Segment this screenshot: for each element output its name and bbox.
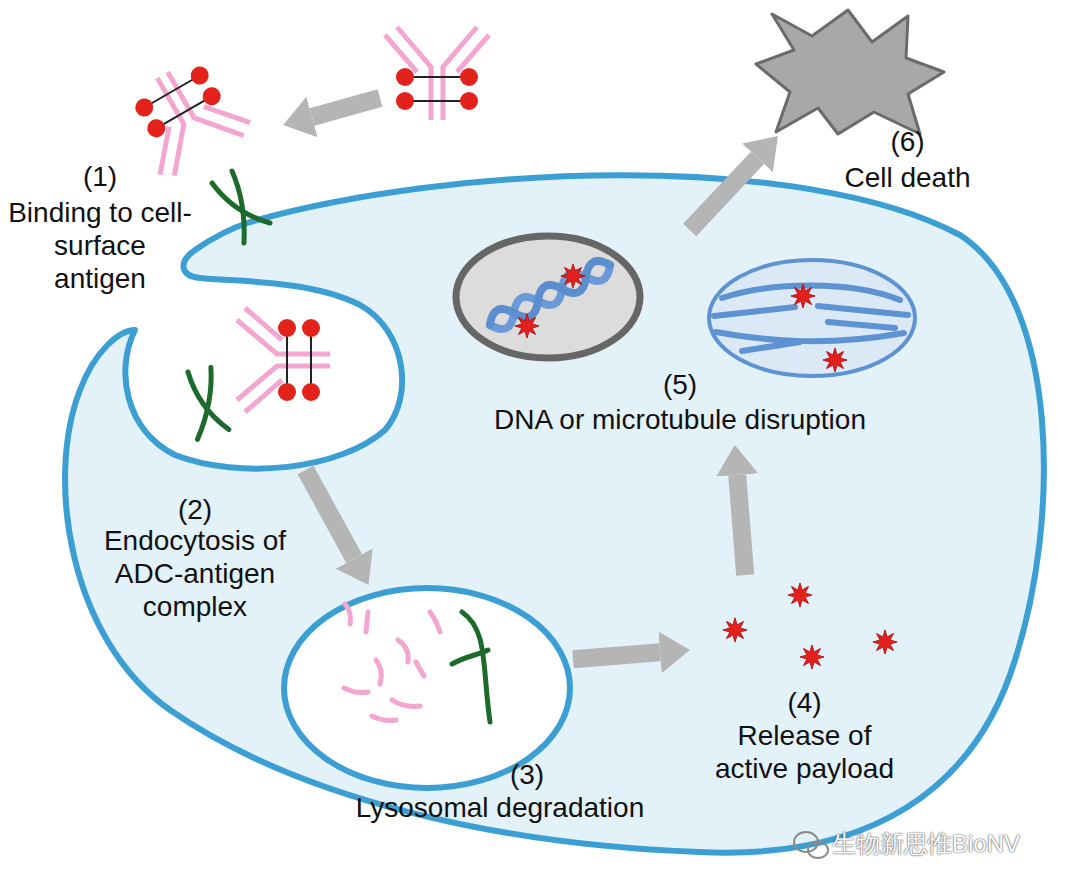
step-label: Lysosomal degradation <box>300 791 700 824</box>
antibody-fragments <box>344 604 440 721</box>
payload-star <box>823 348 847 372</box>
payload-star <box>788 583 812 607</box>
microtubule-fiber <box>828 322 895 328</box>
cell-membrane <box>65 175 1044 852</box>
watermark-icon <box>794 832 828 858</box>
fragment <box>345 604 350 624</box>
flow-arrow <box>573 652 660 659</box>
payload-star <box>791 284 815 308</box>
payload-star <box>723 618 747 642</box>
endosome: (2)Endocytosis of ADC-antigen complex <box>120 280 410 470</box>
microtubule-spindle <box>709 260 915 376</box>
microtubule-fibers <box>714 286 908 352</box>
callout-number: (6) <box>805 125 1010 158</box>
dna-strand <box>490 261 610 325</box>
lysosome: (3)Lysosomal degradation <box>281 585 573 791</box>
microtubule-fiber <box>818 306 908 315</box>
callout-number: (4) <box>702 686 907 719</box>
callout-number: (3) <box>327 758 727 791</box>
dna-strand <box>490 265 610 329</box>
adc-binding-step: (1)Binding to cell-surface antigen <box>135 75 300 250</box>
degraded-antigen <box>452 612 490 722</box>
microtubule-fiber <box>722 286 900 301</box>
payload-star <box>873 630 897 654</box>
antigen-chain <box>452 650 488 664</box>
step-label: Release of active payload <box>702 719 907 785</box>
step-label: Binding to cell-surface antigen <box>5 196 195 295</box>
endosome-antigen <box>167 361 246 448</box>
binding-arrow <box>312 98 380 117</box>
microtubule-fiber <box>714 307 795 316</box>
dead-cell-outline <box>754 8 946 136</box>
step-label: DNA or microtubule disruption <box>440 403 920 436</box>
fragment <box>366 612 368 632</box>
free-adc <box>385 27 489 120</box>
bound-adc <box>117 49 254 182</box>
microtubule-fiber <box>742 342 800 351</box>
microtubule-fiber <box>716 332 904 341</box>
dead-cell: (6)Cell death <box>754 8 946 136</box>
callout-number: (5) <box>440 368 920 401</box>
chat-bubble <box>808 842 828 858</box>
payload-star <box>800 645 824 669</box>
flow-arrow <box>737 475 745 575</box>
callout-number: (2) <box>80 493 310 526</box>
payload-release: (4)Release of active payload <box>690 575 920 675</box>
connector-layer <box>306 158 758 659</box>
fragment <box>392 700 420 706</box>
callout-number: (1) <box>5 160 195 193</box>
fragment <box>430 612 440 632</box>
flow-arrow <box>306 470 355 559</box>
fragment <box>416 662 424 676</box>
endosome-adc <box>237 308 330 412</box>
step-label: Endocytosis of ADC-antigen complex <box>80 524 310 623</box>
nucleus <box>456 236 640 358</box>
fragment <box>344 688 368 693</box>
step-label: Cell death <box>805 161 1010 194</box>
payload-star <box>515 314 539 338</box>
antigen-chain <box>462 612 490 722</box>
disruption-step: (5)DNA or microtubule disruption <box>450 230 920 445</box>
fragment <box>398 640 408 662</box>
dead-cell-shape <box>756 10 944 134</box>
fragment <box>376 660 381 684</box>
watermark: 生物新思惟BioNV <box>832 830 1020 858</box>
flow-arrow <box>690 158 758 230</box>
payload-star <box>561 264 585 288</box>
bound-antigen <box>212 171 270 243</box>
fragment <box>372 716 396 721</box>
lysosome-shape <box>284 588 570 788</box>
